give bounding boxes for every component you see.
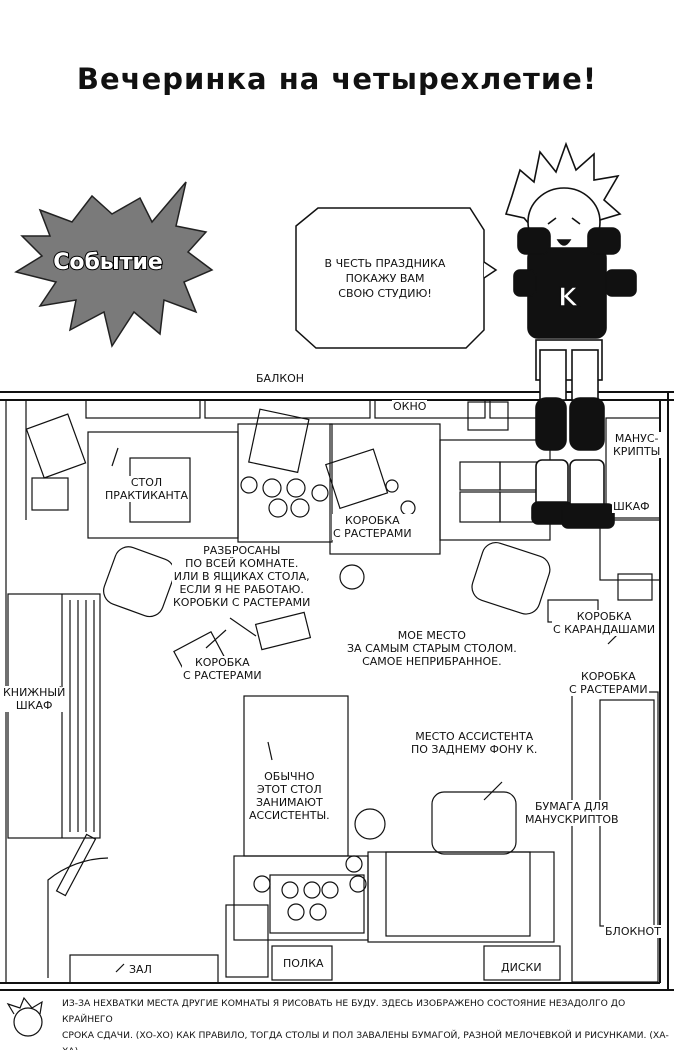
label-manuscripts: Манус- крипты	[612, 432, 662, 458]
label-scattered-note: Разбросаны по всей комнате. или в ящиках…	[172, 544, 312, 609]
label-bookshelf: Книжный шкаф	[2, 686, 67, 712]
character-illustration: K	[504, 141, 637, 529]
footer-note: Из-за нехватки места другие комнаты я ри…	[62, 998, 669, 1050]
event-burst-shape	[14, 181, 214, 348]
author-doodle-icon	[6, 996, 43, 1037]
speech-bubble-text: В честь праздника покажу вам свою студию…	[324, 257, 446, 300]
page-title: Вечеринка на четырехлетие!	[76, 62, 598, 96]
speech-bubble-shape	[295, 207, 485, 349]
label-box-rasters-left: Коробка с растерами	[182, 656, 263, 682]
label-intern-desk: Стол практиканта	[104, 476, 190, 502]
label-box-pencils: Коробка с карандашами	[552, 610, 657, 636]
label-cabinet: Шкаф	[612, 500, 651, 513]
label-notepad: Блокнот	[604, 925, 662, 938]
label-balcony: Балкон	[255, 372, 306, 385]
label-assistants-desk: Обычно этот стол занимают ассистенты.	[248, 770, 331, 822]
label-assistant-place: Место ассистента по заднему фону К.	[410, 730, 539, 756]
label-window: Окно	[392, 400, 428, 413]
event-badge: Событие	[52, 249, 164, 276]
label-box-rasters-top: Коробка с растерами	[332, 514, 413, 540]
label-shelf: Полка	[282, 957, 325, 970]
label-hall: Зал	[128, 963, 153, 976]
label-disks: Диски	[500, 961, 543, 974]
shirt-letter: K	[558, 283, 579, 313]
label-my-place: Мое место за самым старым столом. Самое …	[346, 629, 518, 668]
label-box-rasters-right: Коробка с растерами	[568, 670, 649, 696]
label-manuscript-paper: Бумага для манускриптов	[524, 800, 620, 826]
